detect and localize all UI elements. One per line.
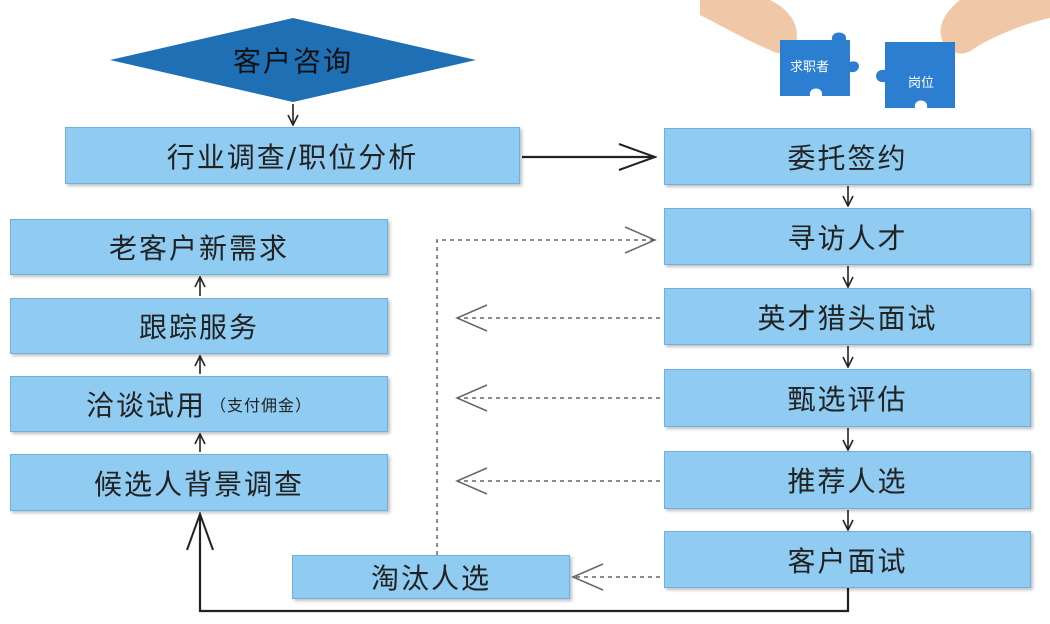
node-industry-research-label: 行业调查/职位分析: [166, 140, 419, 174]
node-follow-up-label: 跟踪服务: [138, 311, 259, 344]
node-new-demand: 老客户新需求: [10, 219, 388, 275]
node-background-check: 候选人背景调查: [10, 454, 388, 511]
node-evaluate: 甄选评估: [664, 369, 1031, 427]
node-search-talent-label: 寻访人才: [787, 221, 908, 255]
node-follow-up: 跟踪服务: [10, 298, 388, 354]
dashed-loop-eliminate-to-search: [436, 226, 657, 555]
node-industry-research: 行业调查/职位分析: [65, 127, 520, 184]
node-background-check-label: 候选人背景调查: [93, 467, 304, 501]
node-recommend-label: 推荐人选: [787, 465, 908, 498]
node-entrust-label: 委托签约: [787, 141, 908, 175]
right-puzzle-piece: [876, 42, 955, 108]
node-recommend: 推荐人选: [664, 451, 1031, 509]
jobseeker-label: 求职者: [790, 60, 830, 75]
node-eliminate-label: 淘汰人选: [370, 562, 491, 595]
node-interview-label: 英才猎头面试: [757, 301, 938, 335]
loop-client-to-background: [200, 514, 850, 613]
node-client-interview: 客户面试: [664, 531, 1031, 588]
node-new-demand-label: 老客户新需求: [108, 232, 289, 265]
node-negotiate-label: 洽谈试用: [85, 389, 206, 422]
left-hand-graphic: [700, 0, 797, 54]
node-entrust: 委托签约: [664, 128, 1031, 185]
start-diamond: [110, 18, 476, 102]
left-puzzle-piece: [780, 32, 859, 96]
node-evaluate-label: 甄选评估: [787, 383, 908, 416]
start-label: 客户咨询: [232, 45, 353, 78]
node-client-interview-label: 客户面试: [787, 544, 908, 578]
node-eliminate: 淘汰人选: [292, 555, 570, 599]
node-negotiate: 洽谈试用 （支付佣金）: [10, 376, 388, 432]
position-label: 岗位: [908, 76, 935, 91]
node-interview: 英才猎头面试: [664, 288, 1031, 345]
node-negotiate-note: （支付佣金）: [210, 396, 313, 415]
right-hand-graphic: [940, 0, 1050, 54]
node-search-talent: 寻访人才: [664, 208, 1031, 265]
puzzle-illustration: [700, 0, 1050, 108]
